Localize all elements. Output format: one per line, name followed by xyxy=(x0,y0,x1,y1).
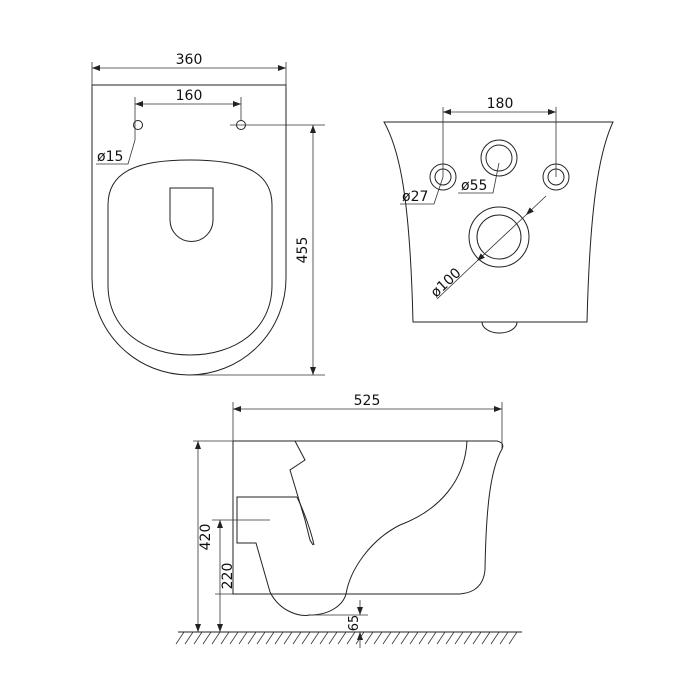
hatch-line xyxy=(211,631,221,645)
hatch-line xyxy=(184,631,194,645)
side-view-outline xyxy=(232,440,504,595)
hatch-line xyxy=(436,631,446,645)
outlet-diameter-label: ø100 xyxy=(428,265,465,301)
hatch-line xyxy=(346,631,356,645)
hatch-line xyxy=(328,631,338,645)
hatch-line xyxy=(202,631,212,645)
hatch-line xyxy=(409,631,419,645)
flush-diameter-label: ø55 xyxy=(461,178,487,194)
hatch-line xyxy=(229,631,239,645)
top-view-outline xyxy=(91,84,287,376)
hatch-line xyxy=(319,631,329,645)
hatch-line xyxy=(445,631,455,645)
length-label: 455 xyxy=(295,237,311,264)
height-label: 420 xyxy=(198,524,214,551)
hatch-line xyxy=(391,631,401,645)
hatch-line xyxy=(301,631,311,645)
drain-outlet xyxy=(481,321,518,334)
hatch-line xyxy=(373,631,383,645)
fixing-hole-left xyxy=(133,120,143,130)
hole-spacing-label: 160 xyxy=(176,88,203,104)
front-view: 180 ø27 ø55 ø100 xyxy=(383,96,614,334)
hatch-line xyxy=(418,631,428,645)
hatch-line xyxy=(472,631,482,645)
hatch-line xyxy=(364,631,374,645)
hatch-line xyxy=(220,631,230,645)
hatch-line xyxy=(355,631,365,645)
hatch-line xyxy=(490,631,500,645)
hatch-line xyxy=(337,631,347,645)
hatch-line xyxy=(463,631,473,645)
hatch-line xyxy=(310,631,320,645)
floor-hatching xyxy=(175,631,518,645)
hatch-line xyxy=(247,631,257,645)
hatch-line xyxy=(499,631,509,645)
hatch-line xyxy=(292,631,302,645)
hatch-line xyxy=(274,631,284,645)
front-view-outline xyxy=(383,121,614,323)
hatch-line xyxy=(256,631,266,645)
clearance-label: 65 xyxy=(347,615,362,632)
hole-diameter-label: ø15 xyxy=(97,149,123,165)
hatch-line xyxy=(193,631,203,645)
pipe-spacing-label: 180 xyxy=(487,96,514,112)
depth-label: 525 xyxy=(354,393,381,409)
hatch-line xyxy=(427,631,437,645)
hatch-line xyxy=(400,631,410,645)
outlet-height-label: 220 xyxy=(220,563,236,590)
hatch-line xyxy=(481,631,491,645)
hatch-line xyxy=(175,631,185,645)
hatch-line xyxy=(382,631,392,645)
hatch-line xyxy=(265,631,275,645)
side-view: 525 420 220 65 xyxy=(175,393,522,648)
width-label: 360 xyxy=(176,52,203,68)
seat-outline xyxy=(107,159,273,356)
hatch-line xyxy=(238,631,248,645)
hatch-line xyxy=(283,631,293,645)
top-view: 360 160 ø15 455 xyxy=(91,52,325,376)
hatch-line xyxy=(508,631,518,645)
lid-cutout xyxy=(169,187,214,242)
inlet-diameter-label: ø27 xyxy=(402,189,428,205)
hatch-line xyxy=(454,631,464,645)
